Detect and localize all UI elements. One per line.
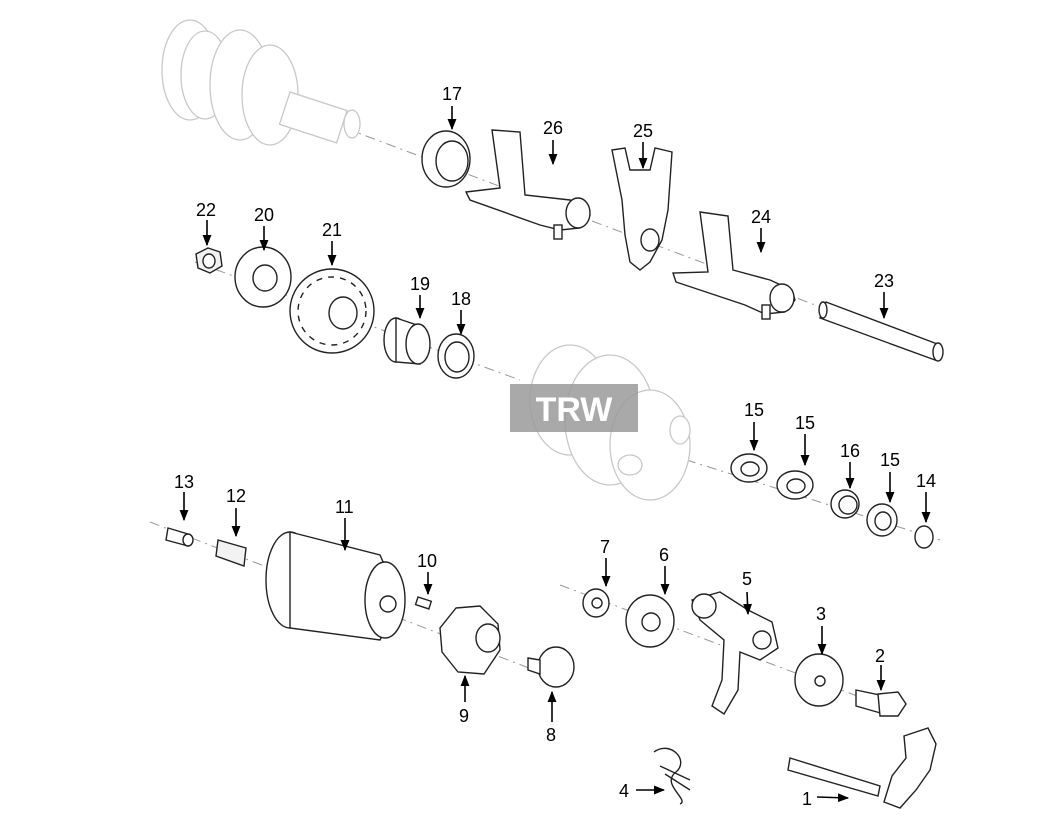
callout-6: 6 — [659, 545, 669, 565]
callout-25: 25 — [633, 121, 653, 141]
part-2-bolt — [855, 689, 907, 717]
part-22-nut — [195, 247, 223, 274]
callout-arrows — [179, 106, 931, 803]
callout-26: 26 — [543, 118, 563, 138]
part-15-washer-b — [776, 470, 814, 500]
part-6-roller-disc — [625, 594, 675, 648]
part-9-drum-star — [439, 605, 501, 675]
callout-15-a: 15 — [744, 400, 764, 420]
part-17-bearing-ring — [421, 130, 471, 188]
svg-text:TRW: TRW — [536, 391, 614, 429]
callout-11: 11 — [335, 497, 354, 517]
part-8-screw — [527, 646, 575, 688]
part-10-dowel-pin — [414, 596, 433, 610]
part-24-shift-fork — [672, 211, 796, 320]
callout-18: 18 — [451, 289, 471, 309]
callout-12: 12 — [226, 486, 246, 506]
part-18-spacer-ring — [437, 333, 475, 379]
part-7-washer — [582, 588, 610, 618]
callout-9: 9 — [459, 706, 469, 726]
callout-4: 4 — [619, 781, 629, 801]
callout-labels: 1 2 3 4 5 6 7 8 9 10 11 12 13 14 15 15 1… — [174, 84, 936, 809]
part-25-shift-fork — [611, 147, 673, 271]
callout-2: 2 — [875, 646, 885, 666]
callout-22: 22 — [196, 200, 216, 220]
part-11-shift-drum — [265, 531, 406, 641]
callout-7: 7 — [600, 537, 610, 557]
part-1-gearshift-shaft — [787, 727, 937, 809]
watermark: TRW — [510, 384, 638, 432]
callout-3: 3 — [816, 604, 826, 624]
part-14-circlip — [914, 525, 934, 549]
part-21-sprocket — [289, 268, 375, 354]
ghost-gearbox-upper — [161, 19, 361, 146]
callout-21: 21 — [322, 220, 342, 240]
callout-15-c: 15 — [880, 450, 900, 470]
callout-13: 13 — [174, 472, 194, 492]
part-20-lock-washer — [234, 246, 292, 308]
part-19-bushing — [383, 317, 431, 365]
part-5-index-lever — [691, 591, 779, 715]
part-15-washer-c — [866, 503, 898, 537]
callout-15-b: 15 — [795, 413, 815, 433]
part-23-fork-shaft — [818, 301, 944, 362]
part-15-washer-a — [730, 453, 768, 483]
callout-14: 14 — [916, 471, 936, 491]
callout-8: 8 — [546, 725, 556, 745]
part-12-spring — [215, 539, 247, 567]
callout-16: 16 — [840, 441, 860, 461]
callout-5: 5 — [742, 569, 752, 589]
callout-20: 20 — [254, 205, 274, 225]
part-16-bushing — [830, 489, 860, 519]
callout-17: 17 — [442, 84, 462, 104]
part-3-washer — [794, 653, 844, 707]
callout-10: 10 — [417, 551, 437, 571]
callout-23: 23 — [874, 271, 894, 291]
callout-19: 19 — [410, 274, 430, 294]
part-26-shift-fork — [464, 129, 591, 240]
part-13-detent-pin — [165, 527, 194, 547]
part-4-return-spring — [653, 747, 691, 805]
callout-1: 1 — [802, 789, 812, 809]
callout-24: 24 — [751, 207, 771, 227]
